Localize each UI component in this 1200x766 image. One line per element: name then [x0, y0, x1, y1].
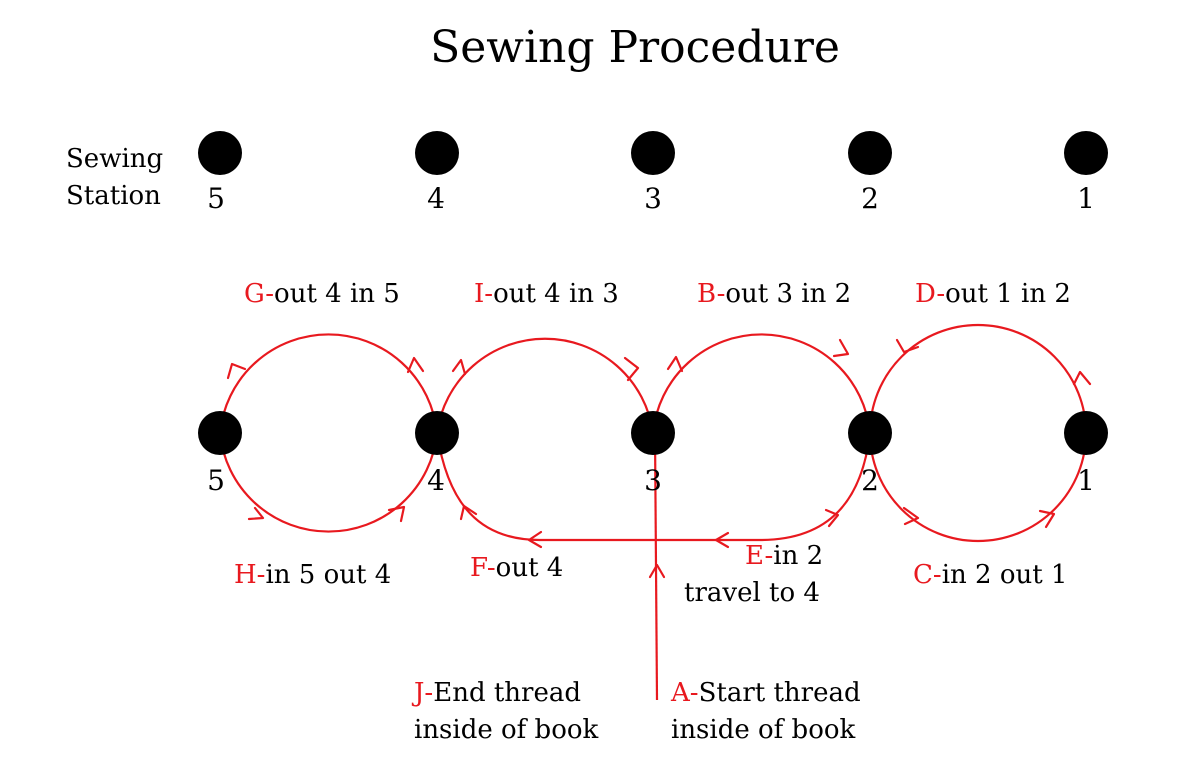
top-station-5-dot	[198, 131, 242, 175]
stitch-curve-g	[218, 333, 439, 434]
bottom-station-5-dot	[198, 411, 242, 455]
step-a-text: Start thread	[699, 678, 861, 708]
arrow-e-curve	[824, 508, 840, 528]
step-h-label: H-in 5 out 4	[234, 560, 391, 590]
step-e-line2: travel to 4	[684, 578, 820, 608]
top-number-3: 3	[644, 182, 662, 215]
step-e-letter: E-	[745, 541, 773, 571]
top-station-1-dot	[1064, 131, 1108, 175]
arrow-h-left	[247, 506, 265, 521]
step-e-label: E-in 2	[745, 541, 823, 571]
arrow-c-right	[1038, 509, 1056, 529]
step-a-line2: inside of book	[671, 715, 856, 745]
bottom-station-3-dot	[631, 411, 675, 455]
arrow-e-line	[714, 531, 730, 549]
step-j-line2: inside of book	[414, 715, 599, 745]
step-c-text: in 2 out 1	[942, 560, 1068, 590]
arrow-i-right	[623, 356, 640, 382]
step-f-label: F-out 4	[470, 553, 563, 583]
bottom-station-2-dot	[848, 411, 892, 455]
bottom-number-2: 2	[861, 464, 879, 497]
step-g-text: out 4 in 5	[274, 279, 400, 309]
stitch-curve-c	[868, 432, 1088, 543]
bottom-number-4: 4	[427, 464, 445, 497]
step-e-text: in 2	[773, 541, 823, 571]
step-g-letter: G-	[244, 279, 274, 309]
top-number-5: 5	[207, 182, 225, 215]
stitch-path	[218, 323, 1088, 701]
step-a-letter: A-	[670, 678, 699, 708]
stitch-curve-h	[218, 432, 439, 533]
step-b-letter: B-	[697, 279, 725, 309]
top-station-4-dot	[415, 131, 459, 175]
stitch-curve-d	[868, 323, 1088, 434]
step-f-letter: F-	[470, 553, 496, 583]
stitch-curve-b	[651, 333, 872, 434]
step-i-label: I-out 4 in 3	[474, 279, 619, 309]
step-c-label: C-in 2 out 1	[913, 560, 1067, 590]
top-number-4: 4	[427, 182, 445, 215]
top-station-2-dot	[848, 131, 892, 175]
step-j-text: End thread	[433, 678, 581, 708]
step-f-text: out 4	[496, 553, 564, 583]
step-b-label: B-out 3 in 2	[697, 279, 851, 309]
bottom-number-1: 1	[1077, 464, 1095, 497]
step-h-letter: H-	[234, 560, 265, 590]
station-label-line2: Station	[66, 181, 161, 211]
arrow-a-up	[648, 563, 666, 579]
arrow-g	[226, 362, 247, 380]
step-a-label: A-Start thread	[670, 678, 861, 708]
arrow-d-left	[895, 338, 920, 354]
step-c-letter: C-	[913, 560, 942, 590]
step-b-text: out 3 in 2	[725, 279, 851, 309]
arrow-b-right	[832, 338, 850, 358]
step-h-text: in 5 out 4	[265, 560, 391, 590]
step-g-label: G-out 4 in 5	[244, 279, 400, 309]
step-d-text: out 1 in 2	[945, 279, 1071, 309]
bottom-station-1-dot	[1064, 411, 1108, 455]
stitch-curve-f	[435, 432, 541, 542]
bottom-number-3: 3	[644, 464, 662, 497]
bottom-number-5: 5	[207, 464, 225, 497]
arrow-f-line	[527, 530, 543, 549]
step-j-label: J-End thread	[411, 678, 581, 708]
arrow-g-up	[406, 356, 425, 374]
stitch-curve-i	[435, 337, 655, 434]
step-i-text: out 4 in 3	[493, 279, 619, 309]
top-number-2: 2	[861, 182, 879, 215]
arrow-d-right	[1072, 370, 1092, 386]
top-station-3-dot	[631, 131, 675, 175]
arrowheads	[226, 338, 1092, 579]
arrow-b-left	[666, 355, 684, 373]
page-title: Sewing Procedure	[430, 22, 840, 73]
step-j-letter: J-	[411, 678, 433, 708]
arrow-h-right	[387, 505, 406, 523]
station-label-line1: Sewing	[66, 144, 163, 174]
stitch-curve-e	[759, 432, 872, 542]
step-d-label: D-out 1 in 2	[915, 279, 1071, 309]
top-number-1: 1	[1077, 182, 1095, 215]
arrow-c-left	[902, 506, 920, 526]
bottom-station-4-dot	[415, 411, 459, 455]
step-d-letter: D-	[915, 279, 945, 309]
arrow-i-left	[451, 358, 467, 376]
arrow-f-curve	[459, 504, 478, 521]
step-i-letter: I-	[474, 279, 493, 309]
